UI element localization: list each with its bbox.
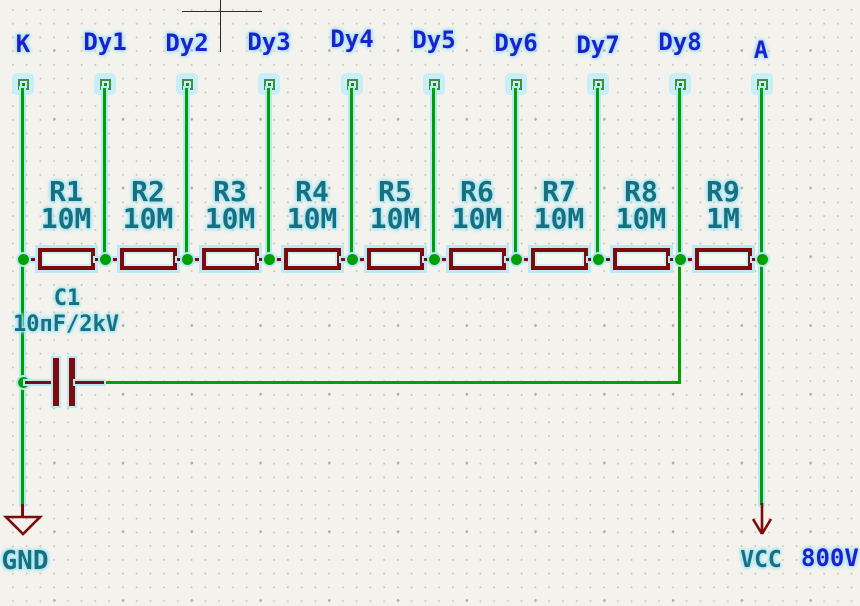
resistor-r5-body[interactable] (367, 248, 424, 270)
junction-dot (100, 254, 111, 265)
resistor-lead[interactable] (598, 258, 613, 261)
resistor-r8-body[interactable] (613, 248, 670, 270)
junction-dot (347, 254, 358, 265)
net-label-dy3[interactable]: Dy3 (247, 28, 291, 56)
junction-dot (429, 254, 440, 265)
wire-dy3-drop[interactable] (267, 88, 270, 260)
resistor-value[interactable]: 10M (286, 202, 338, 235)
resistor-value[interactable]: 10M (369, 202, 421, 235)
capacitor-ref[interactable]: C1 (53, 286, 81, 311)
gnd-symbol-stub (21, 504, 24, 517)
capacitor-lead[interactable] (75, 381, 104, 384)
pin-dy7[interactable] (587, 73, 609, 95)
resistor-lead[interactable] (269, 258, 284, 261)
resistor-ref[interactable]: R3 (213, 175, 247, 208)
resistor-value[interactable]: 10M (615, 202, 667, 235)
vcc-label[interactable]: VCC (740, 547, 782, 573)
vcc-voltage-label[interactable]: 800V (801, 544, 859, 572)
resistor-r6-body[interactable] (449, 248, 506, 270)
net-label-a[interactable]: A (753, 36, 769, 64)
resistor-ref[interactable]: R2 (131, 175, 165, 208)
vcc-symbol-icon[interactable] (748, 503, 776, 537)
resistor-value[interactable]: 10M (533, 202, 585, 235)
wire-dy7-drop[interactable] (596, 88, 599, 260)
resistor-r4-body[interactable] (284, 248, 341, 270)
resistor-lead[interactable] (23, 258, 38, 261)
wire-dy6-drop[interactable] (514, 88, 517, 260)
resistor-value[interactable]: 1M (706, 202, 740, 235)
resistor-lead[interactable] (187, 258, 202, 261)
resistor-value[interactable]: 10M (40, 202, 92, 235)
wire-dy4-drop[interactable] (350, 88, 353, 260)
resistor-ref[interactable]: R8 (624, 175, 658, 208)
capacitor-c1-plate[interactable] (69, 358, 75, 406)
wire-dy2-drop[interactable] (185, 88, 188, 260)
resistor-r7-body[interactable] (531, 248, 588, 270)
resistor-lead[interactable] (434, 258, 449, 261)
cursor-crosshair-vertical (220, 0, 221, 52)
net-label-dy2[interactable]: Dy2 (165, 29, 209, 57)
junction-dot (675, 254, 686, 265)
net-label-dy6[interactable]: Dy6 (494, 29, 538, 57)
resistor-r3-body[interactable] (202, 248, 259, 270)
wire-dy8-drop[interactable] (678, 88, 681, 260)
wire-dy1-drop[interactable] (103, 88, 106, 260)
resistor-lead[interactable] (352, 258, 367, 261)
resistor-value[interactable]: 10M (122, 202, 174, 235)
resistor-r9-body[interactable] (695, 248, 752, 270)
capacitor-lead[interactable] (25, 381, 53, 384)
wire-k-drop[interactable] (21, 88, 24, 260)
capacitor-value[interactable]: 10пF/2kV (13, 312, 119, 337)
resistor-value[interactable]: 10M (451, 202, 503, 235)
resistor-ref[interactable]: R7 (542, 175, 576, 208)
junction-dot (757, 254, 768, 265)
resistor-r1-body[interactable] (38, 248, 95, 270)
resistor-ref[interactable]: R4 (295, 175, 329, 208)
resistor-ref[interactable]: R9 (706, 175, 740, 208)
net-label-k[interactable]: K (15, 30, 31, 58)
junction-dot (18, 254, 29, 265)
gnd-symbol-icon[interactable] (2, 515, 44, 537)
resistor-r2-body[interactable] (120, 248, 177, 270)
junction-dot (593, 254, 604, 265)
wire-a-drop[interactable] (760, 88, 763, 260)
net-label-dy8[interactable]: Dy8 (658, 28, 702, 56)
resistor-ref[interactable]: R1 (49, 175, 83, 208)
wire-a-to-vcc[interactable] (760, 260, 763, 505)
net-label-dy4[interactable]: Dy4 (330, 25, 374, 53)
wire-dy5-drop[interactable] (432, 88, 435, 260)
wire-cap-to-dy8-horizontal[interactable] (104, 381, 681, 384)
resistor-lead[interactable] (341, 258, 352, 261)
resistor-value[interactable]: 10M (204, 202, 256, 235)
resistor-lead[interactable] (516, 258, 531, 261)
capacitor-c1-plate[interactable] (53, 358, 59, 406)
wire-dy8-to-cap-vertical[interactable] (678, 260, 681, 383)
net-label-dy1[interactable]: Dy1 (83, 28, 127, 56)
net-label-dy7[interactable]: Dy7 (576, 31, 620, 59)
junction-dot (264, 254, 275, 265)
resistor-lead[interactable] (680, 258, 695, 261)
resistor-ref[interactable]: R6 (460, 175, 494, 208)
resistor-ref[interactable]: R5 (378, 175, 412, 208)
cursor-crosshair-horizontal (182, 11, 262, 12)
junction-dot (18, 377, 29, 388)
junction-dot (182, 254, 193, 265)
junction-dot (511, 254, 522, 265)
gnd-label[interactable]: GND (1, 546, 49, 576)
net-label-dy5[interactable]: Dy5 (412, 26, 456, 54)
resistor-lead[interactable] (105, 258, 120, 261)
